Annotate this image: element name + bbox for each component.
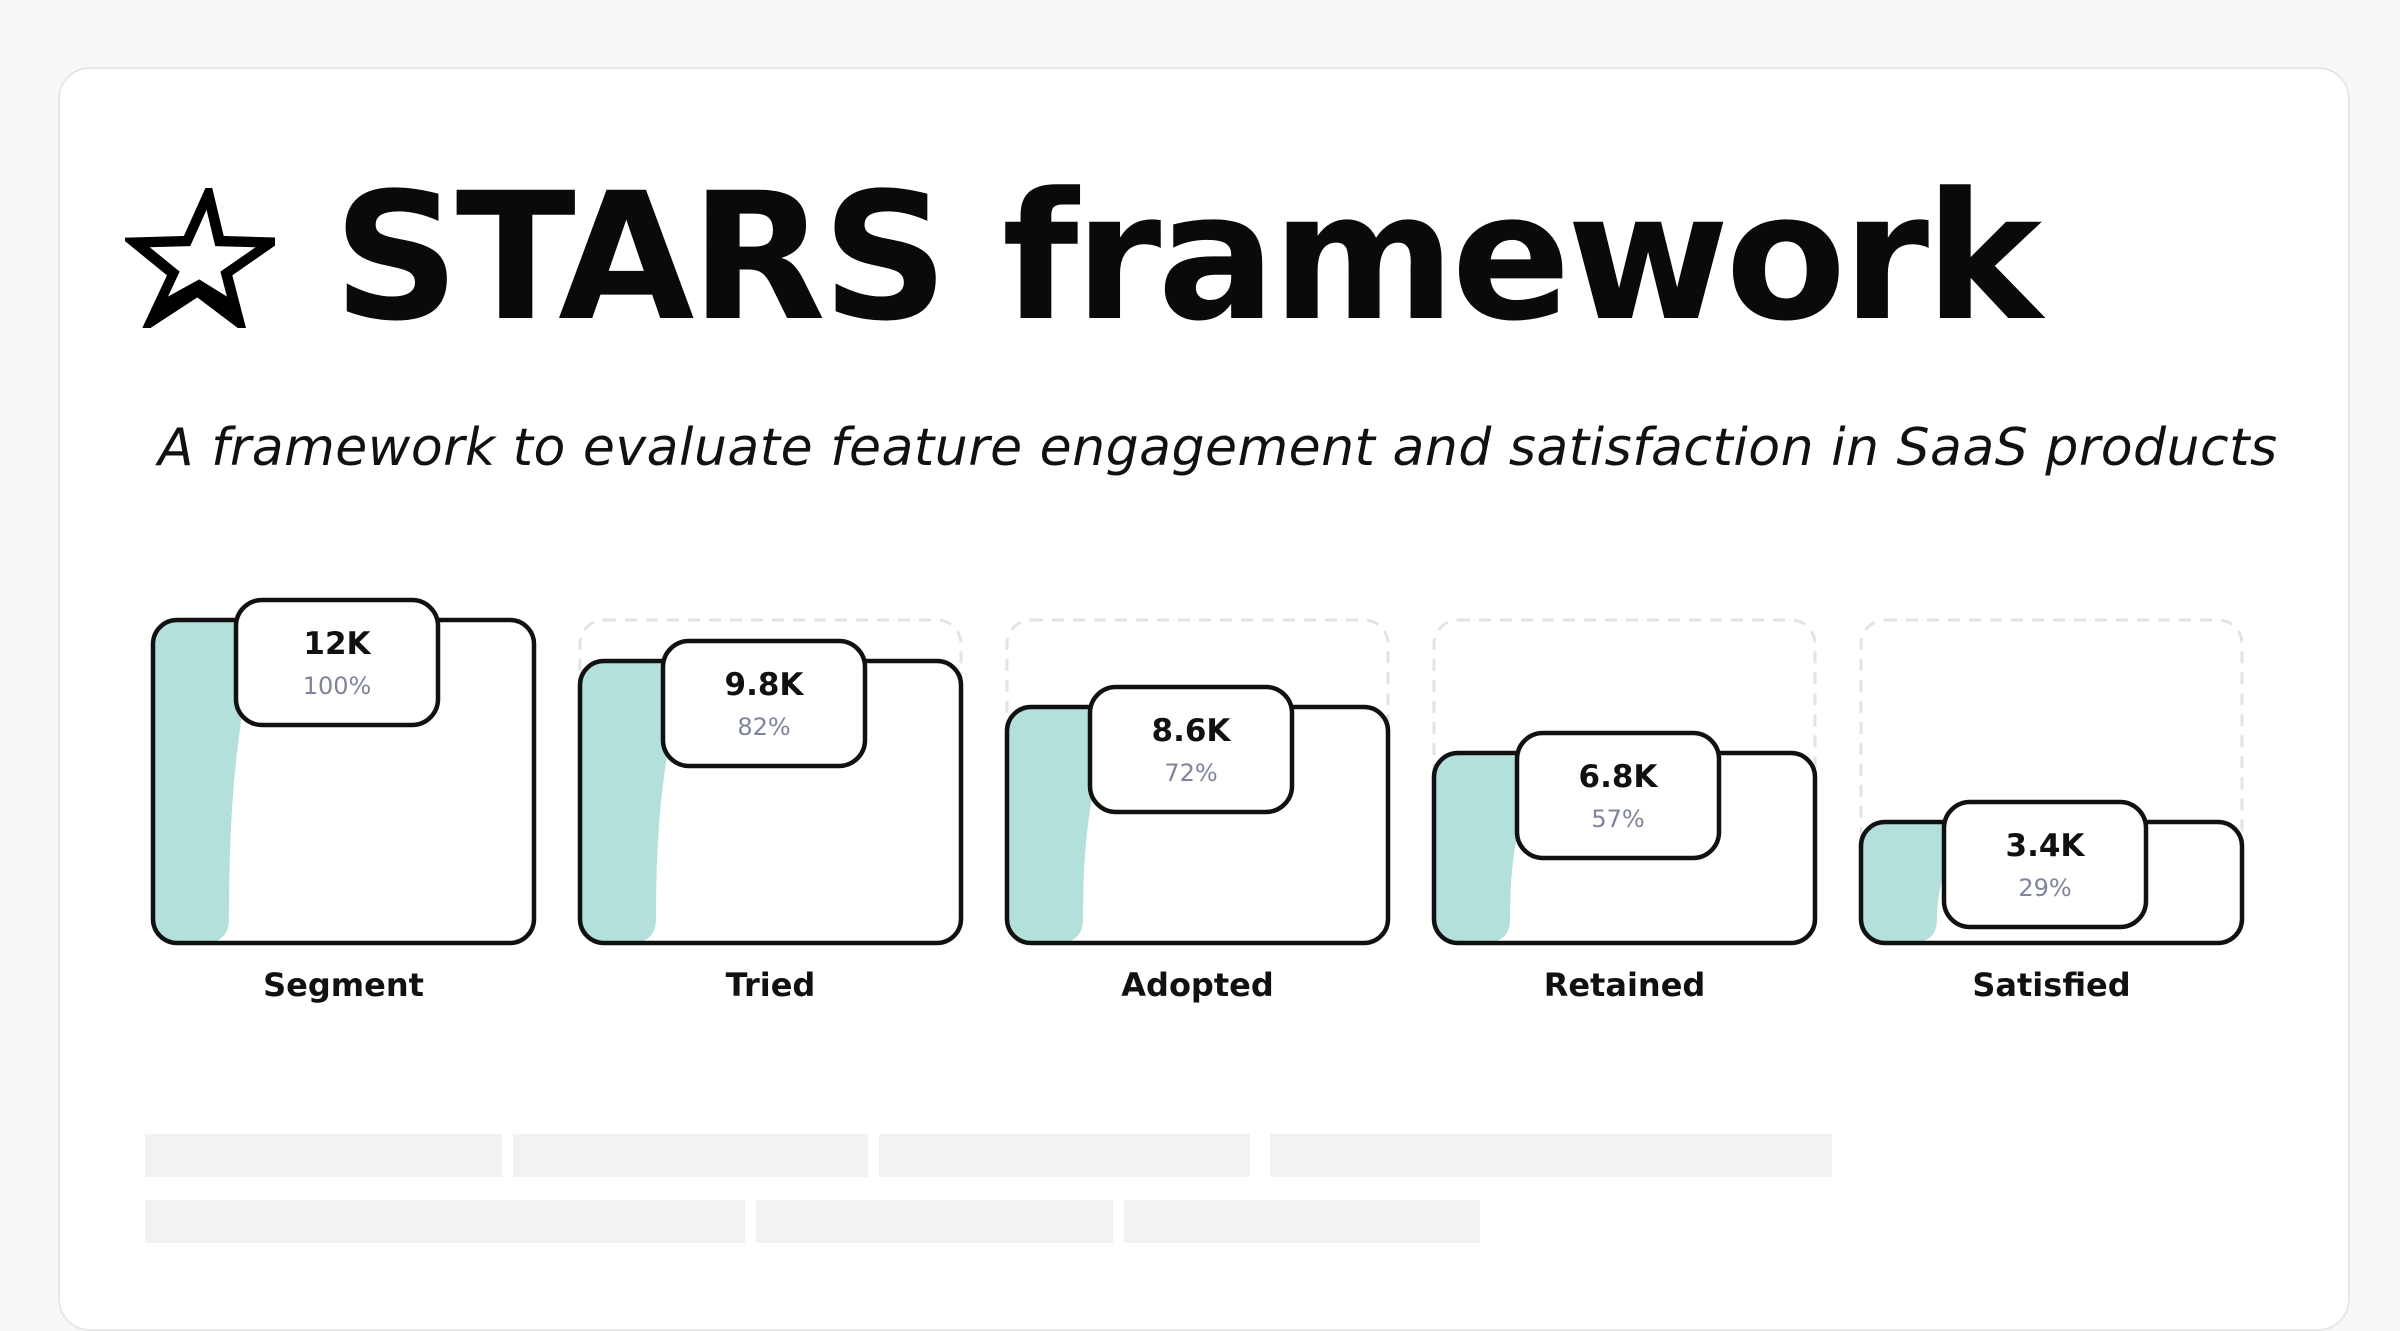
page-subtitle: A framework to evaluate feature engageme… [158, 418, 2278, 478]
percent-text: 100% [302, 672, 372, 700]
skeleton-line [145, 1200, 745, 1243]
page-title: STARS framework [125, 155, 2042, 360]
category-label-retained: Retained [1543, 966, 1706, 1004]
category-label-segment: Segment [263, 966, 424, 1004]
value-text: 3.4K [2005, 828, 2085, 864]
value-text: 9.8K [724, 667, 804, 703]
value-label: 9.8K 82% [663, 641, 865, 766]
skeleton-line [1270, 1134, 1832, 1177]
skeleton-line [513, 1134, 868, 1177]
skeleton-line [756, 1200, 1113, 1243]
title-text: STARS framework [333, 155, 2042, 360]
value-text: 8.6K [1151, 713, 1231, 749]
value-label-box [1514, 730, 1722, 861]
category-label-satisfied: Satisfied [1972, 966, 2131, 1004]
value-label: 6.8K 57% [1517, 733, 1719, 858]
value-label-box [660, 638, 868, 769]
category-label-tried: Tried [725, 966, 816, 1004]
value-label-box [233, 597, 441, 728]
value-label: 12K 100% [236, 600, 438, 725]
percent-text: 82% [737, 713, 791, 741]
value-text: 6.8K [1578, 759, 1658, 795]
value-label: 3.4K 29% [1944, 802, 2146, 927]
category-label-adopted: Adopted [1121, 966, 1274, 1004]
percent-text: 57% [1591, 805, 1645, 833]
value-label-box [1087, 684, 1295, 815]
percent-text: 29% [2018, 874, 2072, 902]
skeleton-line [145, 1134, 502, 1177]
value-text: 12K [303, 626, 371, 662]
star-outline-icon [125, 188, 275, 328]
value-label: 8.6K 72% [1090, 687, 1292, 812]
skeleton-line [879, 1134, 1250, 1177]
value-label-box [1941, 799, 2149, 930]
percent-text: 72% [1164, 759, 1218, 787]
funnel-chart [150, 597, 2245, 946]
skeleton-line [1124, 1200, 1480, 1243]
